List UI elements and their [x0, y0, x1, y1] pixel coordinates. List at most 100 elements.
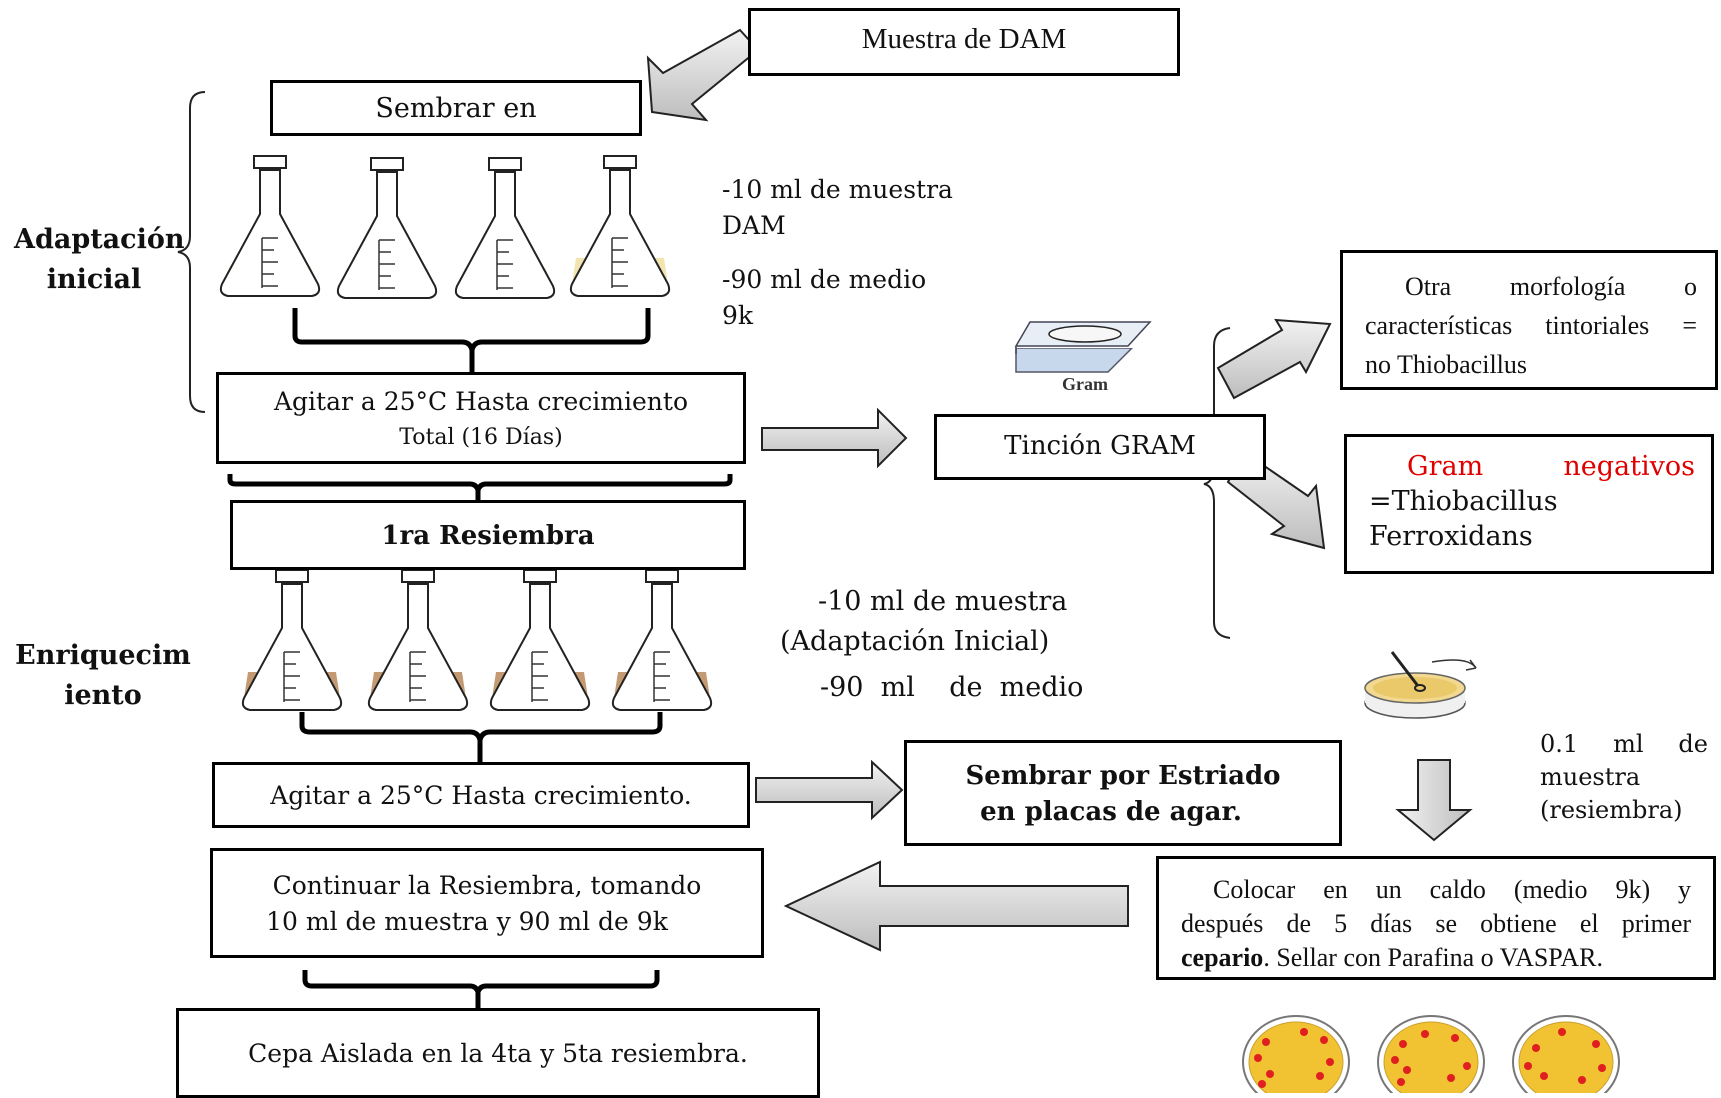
- note3-line1: 0.1 ml de: [1540, 728, 1708, 761]
- brace-tincion: [1203, 327, 1231, 639]
- otra-w5: tintoriales: [1545, 311, 1650, 340]
- otra-w2: morfología: [1509, 272, 1626, 301]
- colocar-w5: (medio: [1513, 875, 1588, 904]
- bracket-row-2: [299, 712, 663, 741]
- cepa-text: Cepa Aislada en la 4ta y 5ta resiembra.: [248, 1039, 748, 1068]
- agitar-1-line1: Agitar a 25°C Hasta crecimiento: [273, 387, 688, 416]
- agar-plates: [1242, 1015, 1620, 1093]
- colocar-w12: se: [1435, 909, 1457, 938]
- box-otra-morfologia: Otra morfología o características tintor…: [1340, 250, 1718, 390]
- box-sembrar-estriado: Sembrar por Estriado en placas de agar.: [904, 740, 1342, 846]
- flask-row-2: [241, 569, 713, 711]
- box-continuar-resiembra: Continuar la Resiembra, tomando 10 ml de…: [210, 848, 764, 958]
- arrow-agitar-to-tincion: [761, 407, 908, 469]
- colocar-line2: después de 5 días se obtiene el primer: [1181, 907, 1691, 941]
- colocar-text: Colocar en un caldo (medio 9k) y después…: [1181, 873, 1691, 975]
- bracket-resiembra: [227, 474, 733, 498]
- bracket-row-1: [292, 308, 651, 351]
- colocar-w13: obtiene: [1480, 909, 1557, 938]
- brace-adaptacion: [177, 91, 206, 413]
- note1-line1: -10 ml de muestra: [722, 175, 953, 204]
- otra-w3: o: [1684, 272, 1698, 301]
- note2-line3: -90 ml de medio: [820, 672, 1084, 703]
- colocar-line1: Colocar en un caldo (medio 9k) y: [1181, 873, 1691, 907]
- colocar-w8: después: [1181, 909, 1264, 938]
- colocar-w14: el: [1579, 909, 1599, 938]
- agitar-1-line2: Total (16 Días): [399, 425, 563, 450]
- note1-line2: DAM: [722, 211, 786, 240]
- otra-w6: =: [1682, 311, 1698, 340]
- gram-slide-icon: [1014, 321, 1152, 373]
- note2-line2: (Adaptación Inicial): [780, 626, 1050, 657]
- note-enriquecimiento: -10 ml de muestra (Adaptación Inicial) -…: [780, 582, 1083, 708]
- gram-w1: Gram: [1407, 451, 1484, 482]
- muestra-dam-text: Muestra de DAM: [861, 23, 1067, 55]
- resiembra-text: 1ra Resiembra: [381, 521, 595, 551]
- continuar-line2: 10 ml de muestra y 90 ml de 9k: [266, 907, 668, 936]
- label-adaptacion-line1: Adaptación: [14, 224, 185, 255]
- arrow-colocar-to-continuar: [783, 860, 1129, 952]
- label-enriquecimiento: Enriquecim iento: [10, 636, 196, 716]
- gram-line2: =Thiobacillus: [1369, 486, 1558, 517]
- colocar-w4: caldo: [1429, 875, 1486, 904]
- estriado-line1: Sembrar por Estriado: [965, 761, 1281, 791]
- arrow-dam-to-sembrar: [646, 28, 760, 122]
- arrow-agitar2-to-estriado: [755, 759, 904, 821]
- note-adaptacion: -10 ml de muestra DAM -90 ml de medio 9k: [722, 172, 953, 334]
- bracket-continuar: [302, 970, 660, 1000]
- sembrar-en-text: Sembrar en: [375, 93, 537, 124]
- estriado-line2: en placas de agar.: [980, 797, 1242, 827]
- label-enriquecimiento-line2: iento: [64, 680, 142, 711]
- note3-line2: muestra: [1540, 763, 1641, 791]
- colocar-w10: 5: [1334, 909, 1348, 938]
- arrow-tincion-to-otra: [1216, 318, 1332, 400]
- box-agitar-2: Agitar a 25°C Hasta crecimiento.: [212, 762, 750, 828]
- flask-row-1: [219, 155, 671, 299]
- otra-text: Otra morfología o características tintor…: [1365, 267, 1697, 384]
- colocar-w9: de: [1286, 909, 1312, 938]
- note3-w2: ml: [1613, 730, 1644, 758]
- note3-line3: (resiembra): [1540, 796, 1683, 824]
- gram-line1: Gram negativos: [1369, 449, 1695, 484]
- note-muestra-resiembra: 0.1 ml de muestra (resiembra): [1540, 728, 1708, 827]
- note1-line4: 9k: [722, 301, 754, 330]
- box-colocar-caldo: Colocar en un caldo (medio 9k) y después…: [1156, 856, 1716, 980]
- gram-slide-label: Gram: [1062, 374, 1108, 394]
- colocar-w2: en: [1323, 875, 1348, 904]
- continuar-line1: Continuar la Resiembra, tomando: [272, 871, 702, 900]
- gram-line3: Ferroxidans: [1369, 521, 1533, 552]
- box-tincion-gram: Tinción GRAM: [934, 414, 1266, 480]
- colocar-w3: un: [1375, 875, 1402, 904]
- tincion-text: Tinción GRAM: [1004, 431, 1196, 461]
- box-sembrar-en: Sembrar en: [270, 80, 642, 136]
- otra-w1: Otra: [1405, 272, 1452, 301]
- gram-negativos-text: Gram negativos =Thiobacillus Ferroxidans: [1369, 449, 1695, 554]
- box-muestra-dam: Muestra de DAM: [748, 8, 1180, 76]
- note2-line1: -10 ml de muestra: [818, 586, 1068, 617]
- label-adaptacion-line2: inicial: [46, 264, 142, 295]
- colocar-w7: y: [1678, 875, 1692, 904]
- petri-dish-icon: [1364, 651, 1477, 719]
- colocar-line3: cepario. Sellar con Parafina o VASPAR.: [1181, 941, 1691, 975]
- otra-line1: Otra morfología o: [1365, 267, 1697, 306]
- box-cepa-aislada: Cepa Aislada en la 4ta y 5ta resiembra.: [176, 1008, 820, 1098]
- otra-line3: no Thiobacillus: [1365, 350, 1528, 379]
- gram-w2: negativos: [1563, 451, 1695, 482]
- label-adaptacion: Adaptación inicial: [14, 220, 185, 300]
- note3-w1: 0.1: [1540, 730, 1579, 758]
- agitar-2-text: Agitar a 25°C Hasta crecimiento.: [270, 781, 692, 810]
- note3-w3: de: [1678, 730, 1708, 758]
- box-gram-negativos: Gram negativos =Thiobacillus Ferroxidans: [1344, 434, 1714, 574]
- colocar-w6: 9k): [1615, 875, 1651, 904]
- box-1ra-resiembra: 1ra Resiembra: [230, 500, 746, 570]
- cepario-bold: cepario: [1181, 943, 1264, 972]
- box-agitar-1: Agitar a 25°C Hasta crecimiento Total (1…: [216, 372, 746, 464]
- colocar-line3-rest: . Sellar con Parafina o VASPAR.: [1263, 943, 1604, 972]
- otra-w4: características: [1365, 311, 1513, 340]
- colocar-w15: primer: [1621, 909, 1692, 938]
- colocar-w1: Colocar: [1213, 875, 1296, 904]
- arrow-petri-to-colocar: [1395, 759, 1473, 842]
- colocar-w11: días: [1370, 909, 1413, 938]
- otra-line2: características tintoriales =: [1365, 306, 1697, 345]
